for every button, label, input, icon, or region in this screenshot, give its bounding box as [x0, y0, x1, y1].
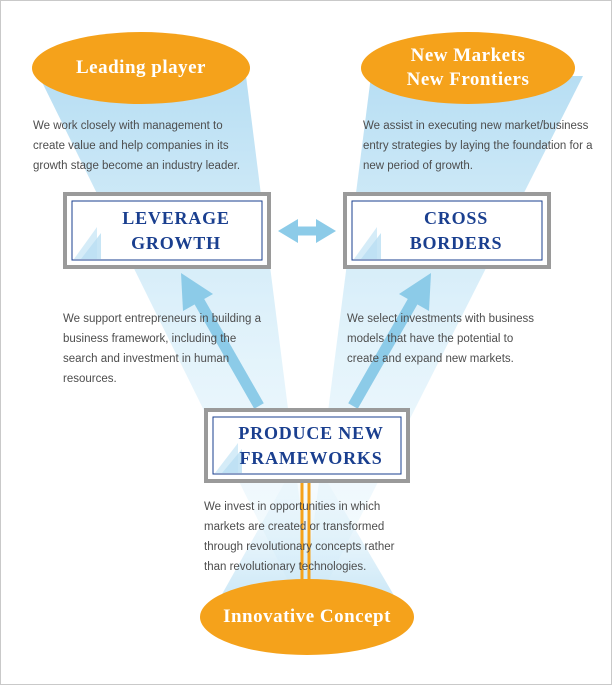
desc-leading-player: We work closely with management to creat…: [33, 116, 283, 176]
oval-innovative-concept-label: Innovative Concept: [200, 593, 414, 641]
desc-new-markets-line-3: new period of growth.: [363, 160, 473, 172]
desc-produce-frameworks-line-4: than revolutionary technologies.: [204, 561, 367, 573]
desc-cross-borders: We select investments with business mode…: [347, 309, 587, 369]
new-markets-line-2: New Frontiers: [406, 69, 530, 90]
cross-borders-line-2: BORDERS: [409, 233, 503, 253]
desc-produce-frameworks-line-2: markets are created or transformed: [204, 521, 385, 533]
desc-leverage-growth-line-4: resources.: [63, 373, 117, 385]
box-produce-frameworks: PRODUCE NEW FRAMEWORKS: [223, 418, 399, 474]
desc-cross-borders-line-2: models that have the potential to: [347, 333, 514, 345]
desc-leverage-growth-line-1: We support entrepreneurs in building a: [63, 313, 261, 325]
produce-frameworks-line-1: PRODUCE NEW: [238, 423, 384, 443]
new-markets-line-1: New Markets: [410, 45, 526, 66]
oval-innovative-concept: [200, 579, 414, 655]
oval-new-markets: [361, 32, 575, 104]
desc-leverage-growth-line-3: search and investment in human: [63, 353, 230, 365]
leverage-growth-line-2: GROWTH: [131, 233, 221, 253]
desc-leverage-growth: We support entrepreneurs in building a b…: [63, 309, 293, 389]
desc-leverage-growth-line-2: business framework, including the: [63, 333, 237, 345]
cross-borders-line-1: CROSS: [423, 208, 489, 228]
arrow-to-leverage-head: [181, 273, 213, 311]
box-leverage-growth: LEVERAGE GROWTH: [91, 202, 261, 260]
desc-cross-borders-line-1: We select investments with business: [347, 313, 535, 325]
arrow-to-cross-shaft: [348, 298, 418, 409]
arrow-to-cross-head: [399, 273, 431, 311]
desc-new-markets-line-2: entry strategies by laying the foundatio…: [363, 140, 593, 152]
innovative-concept-text: Innovative Concept: [223, 606, 391, 627]
oval-new-markets-label: New Markets New Frontiers: [361, 44, 575, 92]
desc-leading-player-line-1: We work closely with management to: [33, 120, 223, 132]
desc-new-markets-line-1: We assist in executing new market/busine…: [363, 120, 589, 132]
box-produce-frameworks-frame: [204, 408, 410, 483]
desc-produce-frameworks: We invest in opportunities in which mark…: [204, 497, 444, 577]
leverage-growth-line-1: LEVERAGE: [122, 208, 230, 228]
leading-player-text: Leading player: [76, 57, 206, 78]
desc-leading-player-line-2: create value and help companies in its: [33, 140, 229, 152]
desc-new-markets: We assist in executing new market/busine…: [363, 116, 608, 176]
oval-leading-player: [32, 32, 250, 104]
arrow-to-leverage-shaft: [194, 298, 264, 409]
box-leverage-growth-frame: [63, 192, 271, 269]
double-arrow-head-left: [278, 219, 298, 243]
desc-cross-borders-line-3: create and expand new markets.: [347, 353, 514, 365]
produce-frameworks-line-2: FRAMEWORKS: [239, 448, 383, 468]
double-arrow-head-right: [316, 219, 336, 243]
oval-leading-player-label: Leading player: [32, 44, 250, 92]
desc-leading-player-line-3: growth stage become an industry leader.: [33, 160, 241, 172]
box-cross-borders-frame: [343, 192, 551, 269]
box-cross-borders: CROSS BORDERS: [371, 202, 541, 260]
desc-produce-frameworks-line-3: through revolutionary concepts rather: [204, 541, 395, 553]
desc-produce-frameworks-line-1: We invest in opportunities in which: [204, 501, 381, 513]
